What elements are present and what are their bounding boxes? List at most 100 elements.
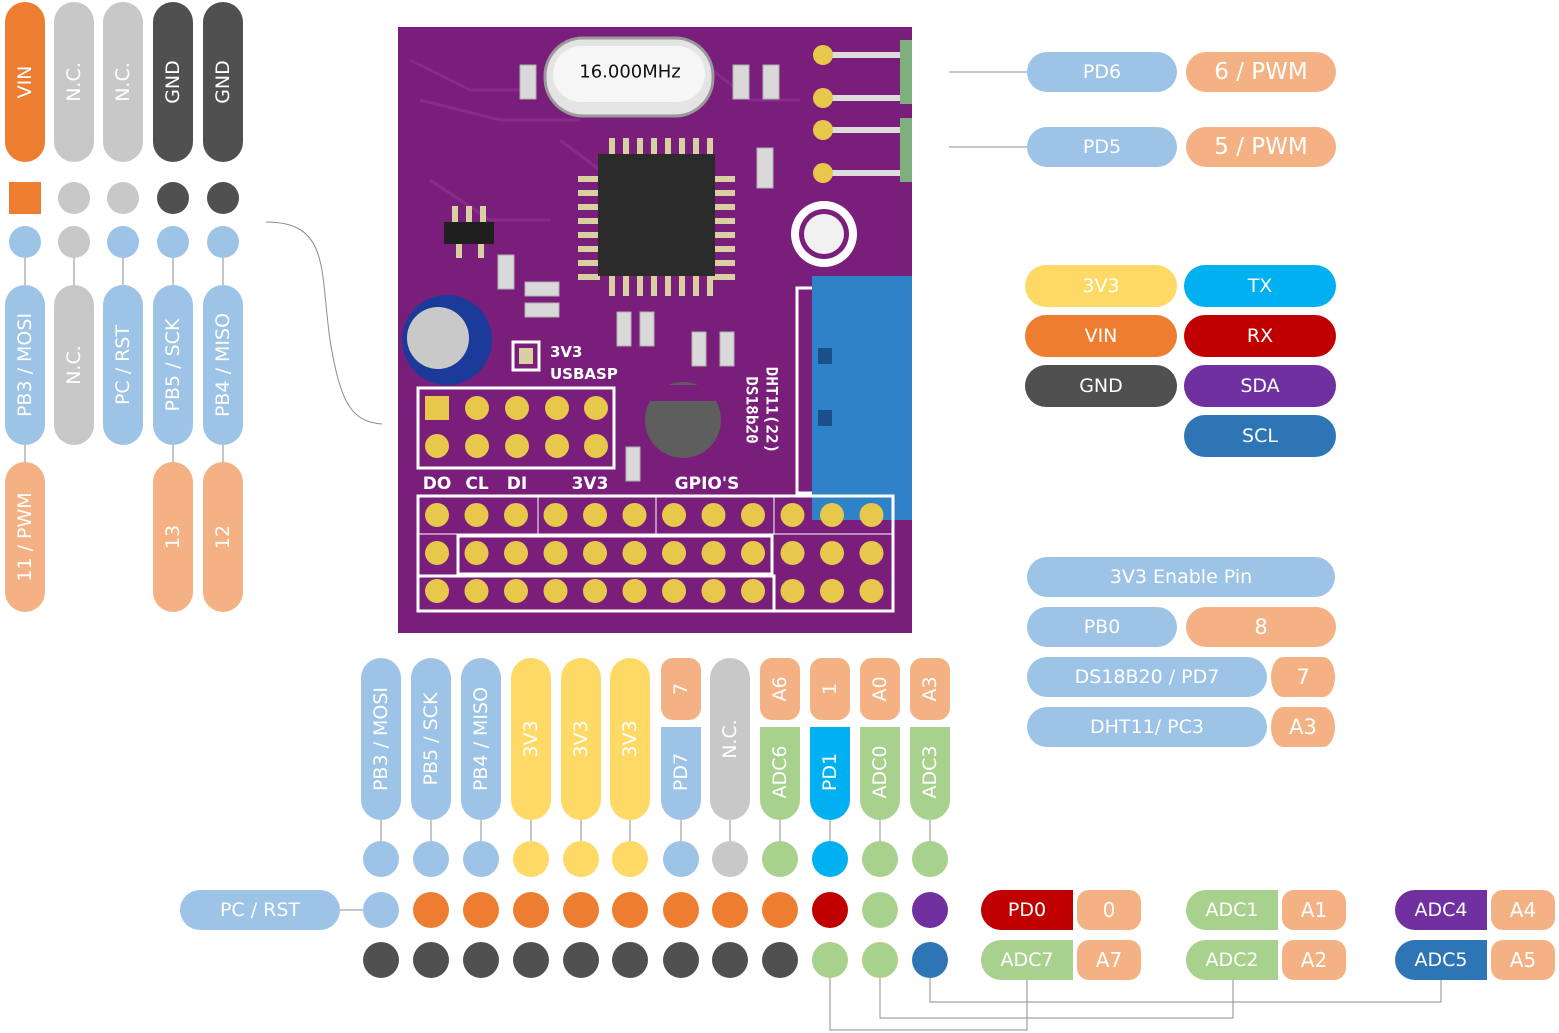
analog-signal-pill [1186, 940, 1278, 980]
gpio-pad [504, 579, 528, 603]
mcu-pin [693, 138, 699, 158]
mcu-pin [623, 138, 629, 158]
round-pad [157, 182, 189, 214]
legend-label: TX [1247, 275, 1273, 297]
jumper-outline [511, 340, 541, 372]
analog-arduino-label: A7 [1096, 948, 1122, 972]
analog-arduino-label: A5 [1510, 948, 1536, 972]
mcu-pin [713, 232, 735, 238]
bottom-top-pad [413, 841, 449, 877]
gpio-pad [504, 503, 528, 527]
bottom-top-pad [612, 841, 648, 877]
gpio-pad [543, 503, 568, 527]
bottom-top-pad [463, 841, 499, 877]
analog-signal-pill [1395, 890, 1487, 930]
bottom-signal-label: 3V3 [570, 720, 592, 757]
gpio-pad [859, 541, 884, 565]
top-signal-pill [103, 285, 143, 445]
analog-signal-pill [1186, 890, 1278, 930]
round-pad [207, 182, 239, 214]
header-pad [813, 120, 833, 140]
top-pin-label: N.C. [63, 62, 85, 102]
bottom-signal-pill [461, 658, 501, 820]
bottom-top-pad [862, 841, 898, 877]
extra-signal-pill [1027, 657, 1267, 697]
bottom-low-pad [363, 942, 399, 978]
mcu-chip [598, 154, 715, 276]
dht11-slot [818, 348, 832, 364]
mid-pad [58, 226, 90, 258]
bottom-signal-pill-top [860, 727, 900, 747]
bottom-low-pad [663, 942, 699, 978]
analog-signal-label: ADC5 [1415, 949, 1468, 971]
header-pad [813, 163, 833, 183]
isp-outline [416, 386, 616, 470]
mcu-pin [578, 176, 600, 182]
bottom-low-pad [912, 942, 948, 978]
bottom-mid-pad [862, 892, 898, 928]
jumper-label: USBASP [550, 365, 618, 383]
extra-signal-label: DHT11/ PC3 [1090, 716, 1204, 738]
smd-component [732, 64, 750, 100]
isp-pad [465, 434, 489, 458]
header-pad [813, 88, 833, 108]
bottom-mid-pad [513, 892, 549, 928]
isp-pad [545, 434, 569, 458]
gpio-pad [425, 579, 449, 603]
jumper-pad [519, 348, 533, 364]
gpio-pad [780, 579, 805, 603]
isp-pad [465, 396, 489, 420]
top-arduino-pill [203, 462, 243, 612]
pwm-signal-pill [1027, 52, 1177, 92]
bottom-top-pad [663, 841, 699, 877]
top-signal-pill [203, 285, 243, 445]
analog-arduino-label: 0 [1103, 898, 1116, 922]
bottom-signal-pill [910, 727, 950, 820]
analog-signal-label: ADC7 [1001, 949, 1054, 971]
mcu-pin [713, 246, 735, 252]
mcu-pin [693, 276, 699, 296]
mcu-pin [679, 138, 685, 158]
gpio-pad [701, 541, 726, 565]
legend-label: VIN [1085, 325, 1118, 347]
regulator-pin [456, 244, 462, 258]
pcb-trace [699, 58, 800, 102]
mcu-pin [713, 260, 735, 266]
top-pin-label-pill [5, 2, 45, 162]
bottom-top-pad [363, 841, 399, 877]
smd-component [639, 311, 655, 347]
gpio-pad [741, 541, 765, 565]
mcu-pin [578, 232, 600, 238]
dht11-sensor [812, 276, 912, 520]
bottom-mid-pad [363, 892, 399, 928]
smd-component [756, 147, 774, 189]
mcu-pin [578, 246, 600, 252]
analog-signal-pill [981, 940, 1073, 980]
isp-pad [584, 396, 608, 420]
mcu-pin [679, 276, 685, 296]
bottom-signal-pill [710, 658, 750, 820]
bottom-signal-pill [511, 658, 551, 820]
analog-arduino-pill [1491, 940, 1555, 980]
isp-pad-square [425, 396, 449, 420]
legend-item [1184, 315, 1336, 357]
enable-pin-pill [1027, 557, 1335, 597]
gpio-pad [543, 579, 568, 603]
bottom-mid-pad [413, 892, 449, 928]
mid-pad [107, 226, 139, 258]
regulator-pin [478, 244, 484, 258]
bottom-arduino-pill [810, 658, 850, 720]
pwm-signal-label: PD6 [1083, 61, 1121, 83]
gpio-pad [464, 503, 489, 527]
analog-arduino-pill [1491, 890, 1555, 930]
pwm-arduino-label: 5 / PWM [1214, 134, 1307, 160]
gpio-pad [780, 503, 805, 527]
extra-arduino-label: 8 [1254, 615, 1267, 639]
top-arduino-label: 13 [162, 525, 184, 549]
jumper-label: 3V3 [550, 343, 582, 361]
gpio-pad [622, 579, 647, 603]
isp-pad [584, 434, 608, 458]
gpio-pad [820, 579, 844, 603]
isp-connector-curve [265, 221, 383, 425]
